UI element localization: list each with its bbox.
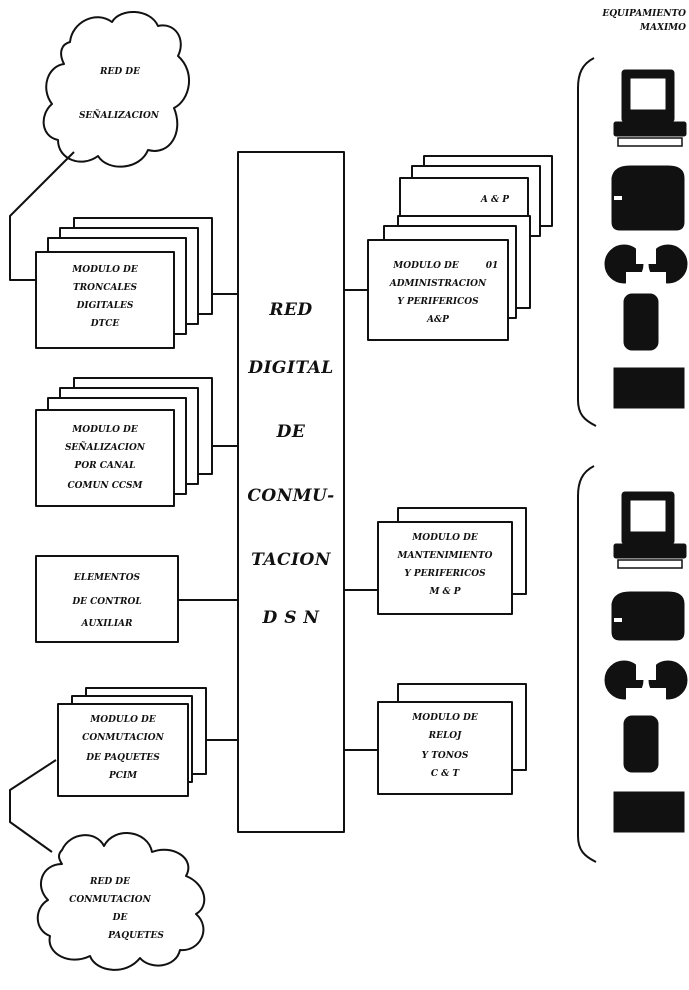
dtce-label-line3: DIGITALES xyxy=(40,302,170,311)
dsn-label-line2: DIGITAL xyxy=(240,360,342,377)
ap-mark: 01 xyxy=(482,262,502,271)
pcim-label-line4: PCIM xyxy=(60,772,186,781)
dsn-label-line3: DE xyxy=(240,424,342,441)
disk-drive-icon xyxy=(624,294,658,350)
terminal-icon xyxy=(614,70,686,146)
disk-drive-icon xyxy=(624,716,658,772)
tape-drive-icon xyxy=(605,244,687,286)
equipment-header-line2: MAXIMO xyxy=(580,24,686,33)
ap-label-line4: A&P xyxy=(372,316,504,325)
ct-label-line3: Y TONOS xyxy=(382,752,508,761)
signaling-network-cloud xyxy=(44,12,189,167)
dsn-label-line6: D S N xyxy=(240,610,342,627)
auxiliary-label-line1: ELEMENTOS xyxy=(40,574,174,583)
ct-label-line2: RELOJ xyxy=(382,732,508,741)
packet-cloud-line3: DE xyxy=(90,914,150,923)
equipment-upper-group xyxy=(605,70,687,408)
packet-cloud-line1: RED DE xyxy=(60,878,160,887)
auxiliary-label-line2: DE CONTROL xyxy=(40,598,174,607)
ccsm-label-line3: POR CANAL xyxy=(40,462,170,471)
ap-label-line1: MODULO DE xyxy=(372,262,480,271)
ap-label-line3: Y PERIFERICOS xyxy=(372,298,504,307)
link-pcim-to-packet xyxy=(10,760,56,852)
dtce-label-line4: DTCE xyxy=(40,320,170,329)
tape-drive-icon xyxy=(605,660,687,702)
signaling-cloud-line1: RED DE xyxy=(80,68,160,77)
signaling-cloud-line2: SEÑALIZACION xyxy=(64,112,174,121)
ct-label-line4: C & T xyxy=(382,770,508,779)
packet-cloud-line4: PAQUETES xyxy=(86,932,186,941)
equipment-lower-group xyxy=(605,492,687,832)
mp-label-line1: MODULO DE xyxy=(382,534,508,543)
dtce-label-line1: MODULO DE xyxy=(40,266,170,275)
auxiliary-label-line3: AUXILIAR xyxy=(40,620,174,629)
ccsm-label-line1: MODULO DE xyxy=(40,426,170,435)
pcim-label-line1: MODULO DE xyxy=(60,716,186,725)
mp-label-line2: MANTENIMIENTO xyxy=(382,552,508,561)
dsn-label-line4: CONMU- xyxy=(240,488,342,505)
equipment-header-line1: EQUIPAMIENTO xyxy=(580,10,686,19)
ap-label-line2: ADMINISTRACION xyxy=(372,280,504,289)
packet-cloud-line2: CONMUTACION xyxy=(56,896,164,905)
console-icon xyxy=(614,792,684,832)
equipment-bracket-upper xyxy=(578,58,596,426)
pcim-label-line3: DE PAQUETES xyxy=(60,754,186,763)
console-icon xyxy=(614,368,684,408)
dtce-label-line2: TRONCALES xyxy=(40,284,170,293)
dsn-label-line5: TACION xyxy=(240,552,342,569)
ccsm-label-line4: COMUN CCSM xyxy=(40,482,170,491)
ap-module-stack xyxy=(368,156,552,340)
terminal-icon xyxy=(614,492,686,568)
mp-label-line3: Y PERIFERICOS xyxy=(382,570,508,579)
mp-module-stack xyxy=(378,508,526,614)
dsn-label-line1: RED xyxy=(240,302,342,319)
pcim-label-line2: CONMUTACION xyxy=(60,734,186,743)
printer-icon xyxy=(612,592,684,640)
ccsm-label-line2: SEÑALIZACION xyxy=(40,444,170,453)
ap-back-label: A & P xyxy=(470,196,520,205)
mp-label-line4: M & P xyxy=(382,588,508,597)
printer-icon xyxy=(612,166,684,230)
equipment-bracket-lower xyxy=(578,466,596,862)
ct-label-line1: MODULO DE xyxy=(382,714,508,723)
